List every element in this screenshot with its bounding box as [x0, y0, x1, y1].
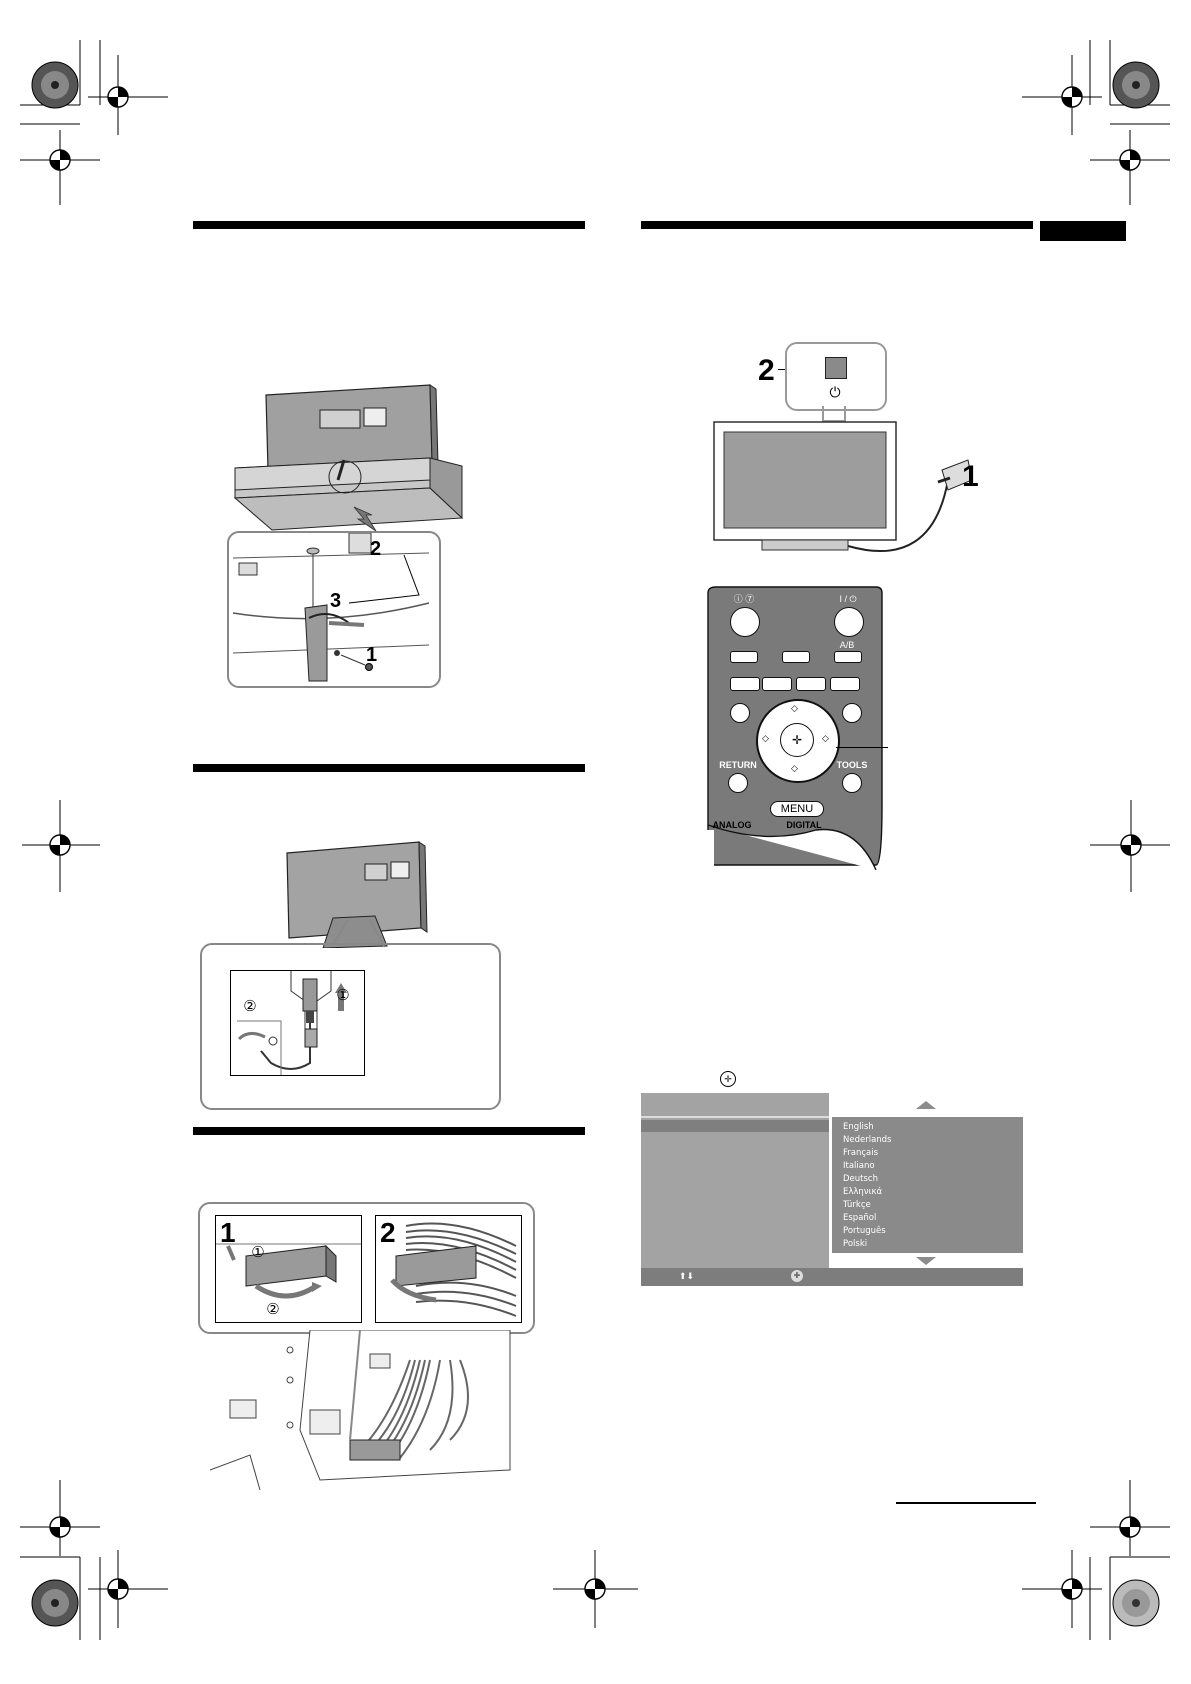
remote-red-button[interactable]: [730, 677, 760, 691]
remote-guide-button[interactable]: [730, 703, 750, 723]
power-icon: ⏻: [829, 384, 841, 400]
section-rule-cable: [193, 764, 585, 772]
power-button[interactable]: [825, 357, 847, 379]
remote-digital-label: DIGITAL: [786, 820, 822, 830]
language-option[interactable]: English: [843, 1122, 874, 1132]
section-rule-holder: [193, 1127, 585, 1135]
language-list: English Nederlands Français Italiano Deu…: [832, 1121, 1023, 1251]
nav-left-icon: ◇: [762, 733, 769, 743]
rosette-icon: [31, 61, 1160, 1627]
rear-cables-illustration: [210, 1330, 511, 1490]
language-option[interactable]: Deutsch: [843, 1174, 878, 1184]
holder-step-1-box: [215, 1215, 362, 1323]
remote-ab-button[interactable]: [834, 651, 862, 663]
cable-circle-2: ②: [243, 998, 257, 1015]
remote-skip-button[interactable]: [782, 651, 810, 663]
ok-button-icon: ✛: [720, 1071, 736, 1087]
up-down-keys-icon: ⬆⬇: [679, 1271, 695, 1281]
nav-up-icon: ◇: [791, 703, 798, 713]
language-option[interactable]: Polski: [843, 1239, 868, 1249]
remote-tools-label: TOOLS: [836, 760, 868, 770]
menu-list-panel: [832, 1117, 1023, 1253]
language-menu-screen: English Nederlands Français Italiano Deu…: [641, 1093, 1034, 1286]
menu-left-separator: [641, 1116, 829, 1118]
language-option[interactable]: Italiano: [843, 1161, 875, 1171]
remote-blue-button[interactable]: [830, 677, 860, 691]
page-end-rule: [896, 1502, 1036, 1504]
select-key-icon: ✛: [791, 1270, 803, 1282]
section-rule-stand: [193, 221, 585, 229]
remote-input-button[interactable]: [842, 703, 862, 723]
language-option[interactable]: Français: [843, 1148, 879, 1158]
nav-down-icon: ◇: [791, 763, 798, 773]
cable-detail-panel: [200, 943, 501, 1110]
strap-step-1: 1: [366, 644, 378, 666]
remote-info-label: ⓘ ⑦: [733, 594, 755, 604]
remote-analog-label: ANALOG: [712, 820, 752, 830]
remote-callout-line: [836, 747, 888, 748]
power-button-panel: ⏻: [785, 342, 887, 411]
holder-circle-2: ②: [266, 1301, 280, 1318]
remote-menu-button[interactable]: MENU: [770, 801, 824, 817]
remote-ab-label: A/B: [839, 640, 855, 650]
holder-circle-1: ①: [251, 1244, 265, 1261]
remote-ok-button[interactable]: ✛: [780, 723, 814, 757]
power-panel-connector: [822, 406, 846, 422]
tv-front-illustration: [713, 421, 973, 553]
menu-left-highlight: [641, 1120, 829, 1132]
remote-info-button[interactable]: [730, 607, 760, 637]
callout-lines: [331, 920, 385, 947]
down-arrow-icon: [353, 506, 377, 532]
language-option[interactable]: Português: [843, 1226, 886, 1236]
holder-step-2: 2: [380, 1217, 396, 1248]
power-step-2: 2: [758, 354, 775, 387]
cable-circle-1: ①: [336, 987, 350, 1004]
scroll-down-icon[interactable]: [916, 1257, 936, 1265]
language-option[interactable]: Türkçe: [843, 1200, 871, 1210]
language-option[interactable]: Ελληνικά: [843, 1187, 883, 1197]
strap-step-2: 2: [370, 538, 382, 560]
remote-power-button[interactable]: [834, 607, 864, 637]
scroll-up-icon[interactable]: [916, 1101, 936, 1109]
nav-right-icon: ◇: [822, 733, 829, 743]
remote-control: ⓘ ⑦ I / ⏻ A/B ✛ ◇ ◇ ◇ ◇ RETURN TOOLS MEN…: [706, 585, 884, 870]
remote-return-button[interactable]: [728, 773, 748, 793]
holder-step-1: 1: [220, 1217, 236, 1248]
tv-on-rack-illustration: [233, 384, 464, 531]
section-rule-power: [641, 221, 1033, 229]
menu-bottom-bar: ⬆⬇ ✛: [641, 1268, 1023, 1286]
remote-wide-button[interactable]: [730, 651, 758, 663]
cable-detail-box: [230, 970, 365, 1076]
section-tab: [1040, 221, 1126, 241]
remote-yellow-button[interactable]: [796, 677, 826, 691]
strap-step-3: 3: [330, 590, 342, 612]
remote-power-label: I / ⏻: [839, 594, 857, 604]
power-step-1: 1: [962, 460, 979, 493]
language-option[interactable]: Español: [843, 1213, 877, 1223]
strap-detail-panel: [227, 531, 441, 688]
language-option[interactable]: Nederlands: [843, 1135, 892, 1145]
holder-step-2-box: [375, 1215, 522, 1323]
remote-tools-button[interactable]: [842, 773, 862, 793]
remote-green-button[interactable]: [762, 677, 792, 691]
tv-back-illustration: [286, 841, 428, 948]
remote-return-label: RETURN: [719, 760, 757, 770]
